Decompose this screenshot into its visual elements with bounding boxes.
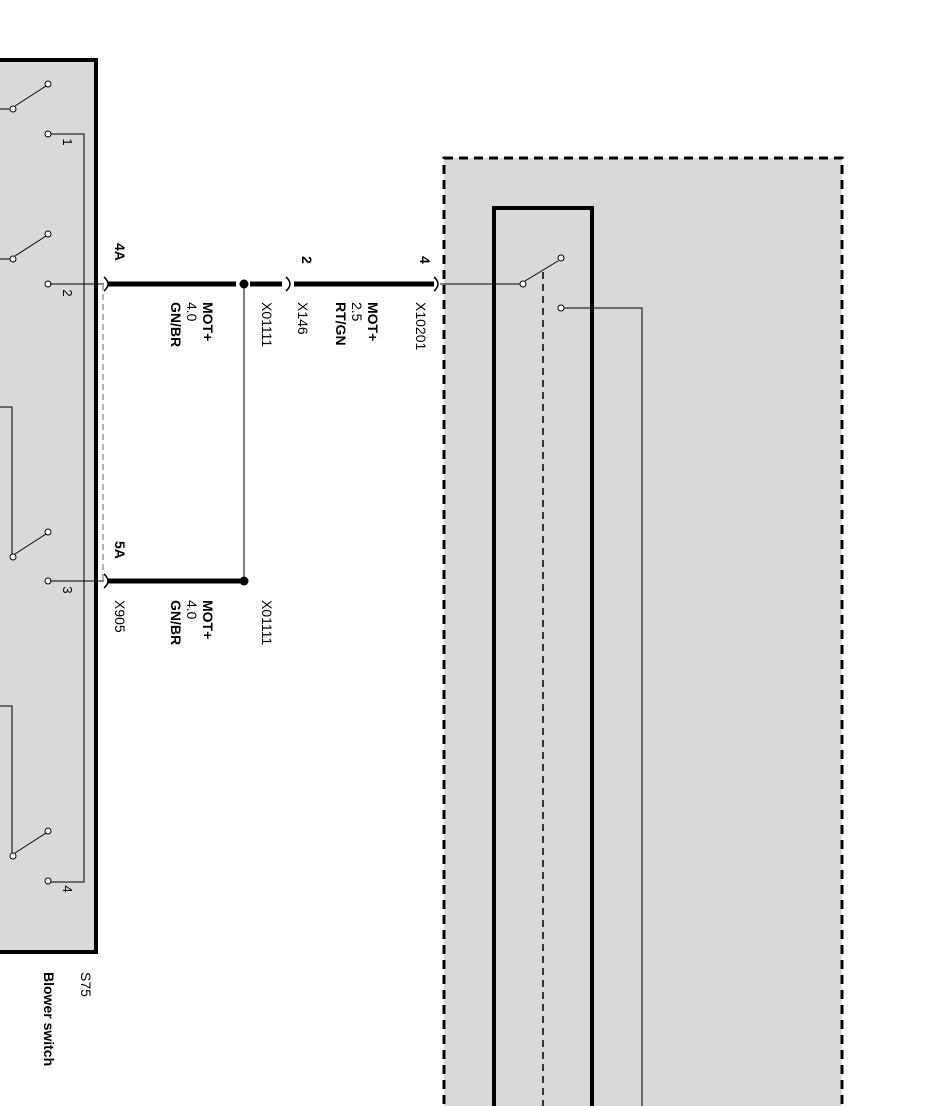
wire-upper-4a	[103, 276, 291, 292]
pin-label-2: 2	[299, 256, 315, 264]
connector-x10201: X10201	[413, 302, 429, 350]
connector-x01111-upper: X01111	[259, 302, 275, 347]
wire-upper-color: GN/BR	[168, 302, 184, 347]
switch-contact-3	[9, 528, 52, 585]
blower-switch-id: S75	[78, 972, 94, 997]
wire-lower-5a	[103, 573, 249, 589]
terminal-label-2: 2	[60, 289, 75, 296]
inner-output-wire	[564, 307, 643, 1106]
blower-switch-box	[0, 58, 98, 954]
connector-x146: X146	[295, 302, 311, 335]
switch-contact-4	[9, 827, 52, 885]
right-component	[440, 156, 844, 1106]
wire-right-x10201	[294, 276, 439, 292]
switch-internal-wire-b	[0, 705, 13, 856]
blower-switch-component: 1 2 3 4 S75 Blower switch	[0, 58, 98, 1066]
wire-upper-size: 4.0	[184, 302, 200, 322]
pin-label-5a: 5A	[112, 541, 128, 559]
connector-symbol-4a	[103, 276, 109, 292]
wire-upper-signal: MOT+	[200, 302, 216, 341]
pin-label-4a: 4A	[112, 243, 128, 261]
switch-internal-wire-a	[0, 406, 13, 556]
switch-internal-rail	[48, 133, 85, 883]
right-inner-module	[492, 206, 594, 1106]
right-component-area	[442, 156, 844, 1106]
wire-right-size: 2.5	[349, 302, 365, 322]
inner-relay-contact	[519, 254, 565, 312]
wire-lower-size: 4.0	[184, 600, 200, 620]
connector-symbol-5a	[103, 573, 109, 589]
wire-right-color: RT/GN	[333, 302, 349, 346]
connector-x905: X905	[112, 600, 128, 633]
splice-lower	[239, 576, 249, 586]
switch-contact-2	[0, 230, 52, 288]
terminal-label-3: 3	[60, 586, 75, 593]
wire-lower-signal: MOT+	[200, 600, 216, 639]
terminal-label-4: 4	[60, 885, 75, 892]
switch-contact-1	[0, 80, 52, 138]
connector-symbol-x10201	[433, 276, 439, 292]
connector-symbol-x146	[285, 276, 291, 292]
wire-lower-color: GN/BR	[168, 600, 184, 645]
wire-right-signal: MOT+	[365, 302, 381, 341]
connector-x01111-lower: X01111	[259, 600, 275, 645]
terminal-label-1: 1	[60, 138, 75, 145]
blower-switch-name: Blower switch	[41, 972, 57, 1066]
pin-label-4: 4	[417, 256, 433, 264]
